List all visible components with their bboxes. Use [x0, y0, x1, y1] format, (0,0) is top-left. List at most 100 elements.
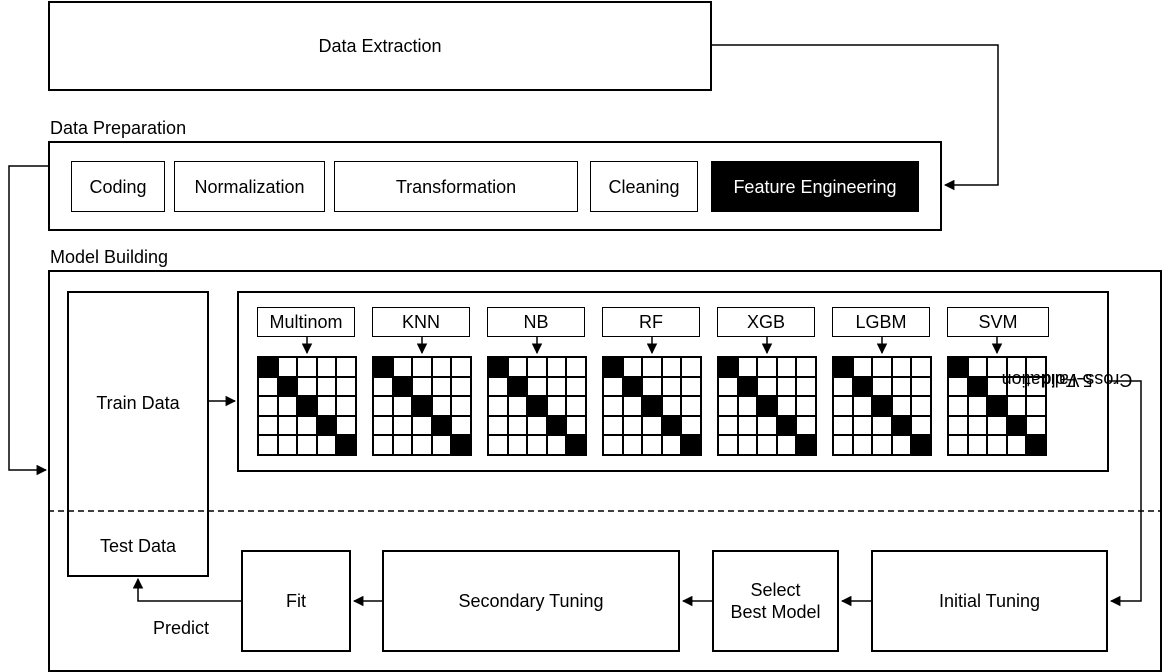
validation-fold-cell — [431, 415, 452, 436]
train-fold-cell — [757, 357, 777, 377]
train-fold-cell — [1026, 396, 1046, 416]
train-fold-cell — [488, 415, 508, 436]
train-fold-cell — [642, 415, 662, 436]
train-fold-cell — [661, 357, 682, 377]
train-fold-cell — [642, 376, 662, 397]
train-fold-cell — [373, 376, 393, 397]
train-data-label: Train Data — [96, 393, 180, 413]
validation-fold-cell — [277, 376, 298, 397]
train-fold-cell — [316, 357, 337, 377]
train-fold-cell — [277, 415, 298, 436]
train-fold-cell — [507, 415, 528, 436]
model-nb-label: NB — [523, 311, 549, 332]
train-fold-cell — [451, 415, 471, 436]
cv-fold-grid — [372, 356, 472, 456]
train-fold-cell — [833, 435, 853, 455]
train-fold-cell — [987, 435, 1007, 455]
train-fold-cell — [546, 357, 567, 377]
normalization-label: Normalization — [194, 176, 305, 197]
cleaning-label: Cleaning — [608, 176, 680, 197]
preparation-to-training-arrow — [8, 165, 48, 476]
train-fold-cell — [796, 415, 816, 436]
secondary-tuning-label: Secondary Tuning — [458, 591, 604, 611]
train-fold-cell — [546, 435, 567, 455]
fit-to-test-arrow — [132, 577, 241, 602]
validation-fold-cell — [911, 435, 931, 455]
train-fold-cell — [546, 376, 567, 397]
cv-fold-grid — [487, 356, 587, 456]
validation-fold-cell — [661, 415, 682, 436]
validation-fold-cell — [642, 396, 662, 416]
train-fold-cell — [776, 376, 797, 397]
train-fold-cell — [373, 435, 393, 455]
train-fold-cell — [661, 376, 682, 397]
validation-fold-cell — [967, 376, 988, 397]
train-fold-cell — [796, 357, 816, 377]
train-fold-cell — [737, 435, 758, 455]
train-fold-cell — [622, 357, 643, 377]
train-fold-cell — [336, 396, 356, 416]
train-fold-cell — [718, 376, 738, 397]
train-fold-cell — [987, 357, 1007, 377]
train-fold-cell — [488, 435, 508, 455]
train-fold-cell — [527, 435, 547, 455]
train-fold-cell — [776, 396, 797, 416]
model-nb: NB — [487, 307, 585, 337]
model-rf-label: RF — [639, 311, 663, 332]
train-fold-cell — [1006, 357, 1027, 377]
train-fold-cell — [527, 357, 547, 377]
model-rf: RF — [602, 307, 700, 337]
validation-fold-cell — [412, 396, 432, 416]
train-fold-cell — [431, 376, 452, 397]
initial-tuning-label: Initial Tuning — [938, 591, 1041, 611]
validation-fold-cell — [681, 435, 701, 455]
train-fold-cell — [681, 415, 701, 436]
train-fold-cell — [622, 396, 643, 416]
train-fold-cell — [718, 415, 738, 436]
feature-engineering-label: Feature Engineering — [733, 176, 897, 197]
train-fold-cell — [336, 357, 356, 377]
data-extraction-box: Data Extraction — [48, 1, 712, 91]
cv-fold-grid — [257, 356, 357, 456]
train-fold-cell — [507, 357, 528, 377]
train-fold-cell — [412, 415, 432, 436]
train-fold-cell — [431, 435, 452, 455]
train-fold-cell — [566, 415, 586, 436]
secondary-tuning-box: Secondary Tuning — [382, 550, 680, 652]
model-multinom: Multinom — [257, 307, 355, 337]
cv-fold-grid — [947, 356, 1047, 456]
validation-fold-cell — [948, 357, 968, 377]
train-fold-cell — [373, 396, 393, 416]
train-fold-cell — [316, 376, 337, 397]
validation-fold-cell — [507, 376, 528, 397]
train-fold-cell — [911, 376, 931, 397]
train-fold-cell — [872, 415, 892, 436]
fit-box: Fit — [241, 550, 351, 652]
train-fold-cell — [967, 396, 988, 416]
model-xgb: XGB — [717, 307, 815, 337]
train-fold-cell — [948, 396, 968, 416]
train-fold-cell — [546, 396, 567, 416]
train-fold-cell — [796, 396, 816, 416]
validation-fold-cell — [566, 435, 586, 455]
train-fold-cell — [392, 415, 413, 436]
train-fold-cell — [392, 396, 413, 416]
validation-fold-cell — [872, 396, 892, 416]
train-fold-cell — [412, 357, 432, 377]
train-fold-cell — [1026, 415, 1046, 436]
train-fold-cell — [431, 357, 452, 377]
train-fold-cell — [258, 396, 278, 416]
validation-fold-cell — [488, 357, 508, 377]
train-fold-cell — [948, 415, 968, 436]
train-fold-cell — [412, 435, 432, 455]
validation-fold-cell — [718, 357, 738, 377]
train-fold-cell — [967, 435, 988, 455]
train-fold-cell — [852, 415, 873, 436]
select-line1: Select — [750, 580, 801, 600]
train-fold-cell — [451, 357, 471, 377]
models-to-initial-tuning-arrow — [1109, 380, 1142, 607]
train-fold-cell — [277, 396, 298, 416]
model-building-title: Model Building — [50, 247, 169, 267]
train-fold-cell — [1006, 435, 1027, 455]
train-fold-cell — [1026, 376, 1046, 397]
